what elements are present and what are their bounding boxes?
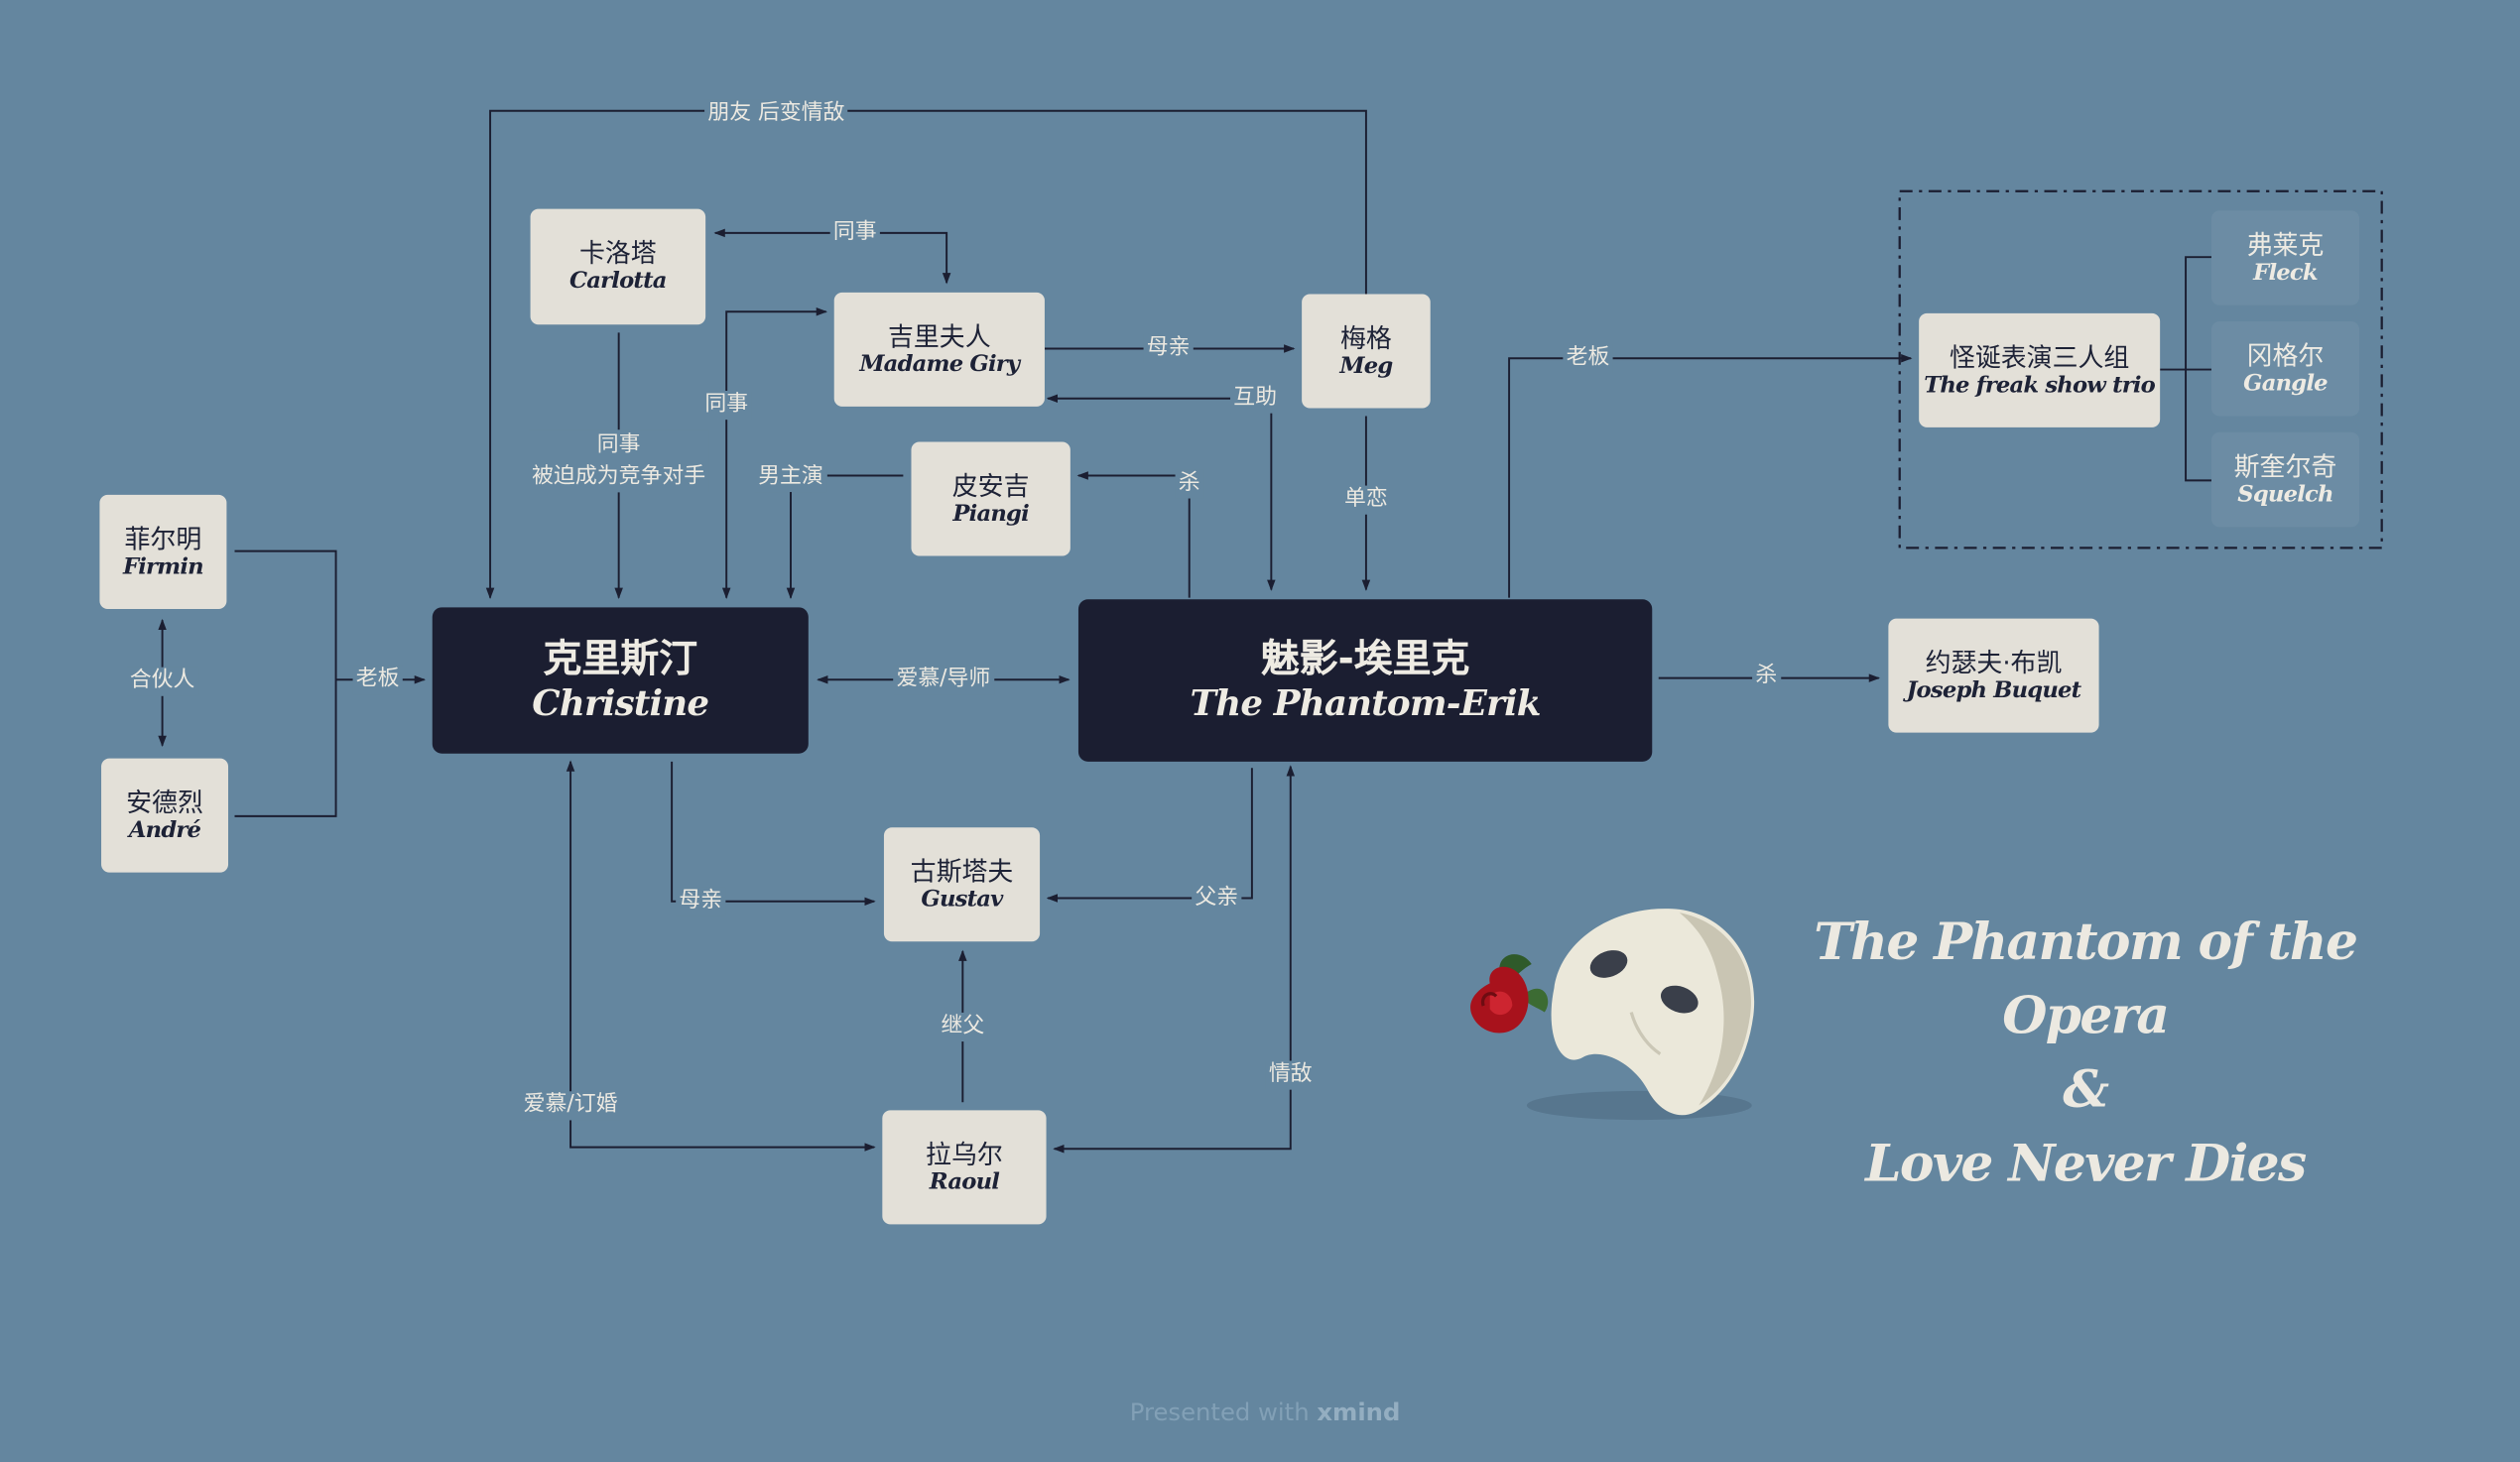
node-zh-label: 魅影-埃里克 xyxy=(1260,636,1470,681)
footer-brand: xmind xyxy=(1317,1398,1401,1427)
node-en-label: Gangle xyxy=(2243,370,2328,397)
node-zh-label: 梅格 xyxy=(1339,321,1392,353)
node-carlotta[interactable]: 卡洛塔 Carlotta xyxy=(530,208,706,325)
node-en-label: Carlotta xyxy=(569,268,667,295)
node-zh-label: 菲尔明 xyxy=(124,523,202,554)
node-en-label: The freak show trio xyxy=(1924,372,2156,399)
node-fleck[interactable]: 弗莱克 Fleck xyxy=(2210,210,2360,305)
title-line: Love Never Dies xyxy=(1865,1133,2307,1194)
title-line: & xyxy=(2063,1058,2109,1121)
edge-label-colleague: 同事 xyxy=(829,218,880,248)
page-title: The Phantom of the Opera & Love Never Di… xyxy=(1776,905,2395,1200)
node-en-label: Christine xyxy=(532,681,709,725)
node-zh-label: 吉里夫人 xyxy=(887,320,991,351)
mask-and-rose-illustration xyxy=(1470,909,1755,1121)
edge-label-colleague: 同事 xyxy=(701,391,752,420)
node-piangi[interactable]: 皮安吉 Piangi xyxy=(911,441,1071,556)
node-firmin[interactable]: 菲尔明 Firmin xyxy=(99,494,227,609)
node-zh-label: 怪诞表演三人组 xyxy=(1949,341,2130,373)
node-en-label: Madame Giry xyxy=(859,351,1020,378)
node-zh-label: 卡洛塔 xyxy=(578,237,657,269)
node-en-label: Meg xyxy=(1339,352,1393,379)
edge-label-lead-actor: 男主演 xyxy=(754,462,827,492)
node-phantom-erik[interactable]: 魅影-埃里克 The Phantom-Erik xyxy=(1077,599,1653,762)
node-raoul[interactable]: 拉乌尔 Raoul xyxy=(882,1110,1047,1225)
node-zh-label: 古斯塔夫 xyxy=(910,855,1014,887)
node-en-label: André xyxy=(128,817,201,843)
node-freak-show-trio[interactable]: 怪诞表演三人组 The freak show trio xyxy=(1919,312,2161,427)
edge-label-mutual-help: 互助 xyxy=(1230,384,1281,413)
edge-label-line: 被迫成为竞争对手 xyxy=(532,462,706,489)
node-en-label: Joseph Buquet xyxy=(1906,677,2081,704)
node-en-label: Raoul xyxy=(929,1168,1000,1195)
node-squelch[interactable]: 斯奎尔奇 Squelch xyxy=(2210,431,2360,528)
edge-label-forced-rival: 同事 被迫成为竞争对手 xyxy=(528,429,709,493)
node-gangle[interactable]: 冈格尔 Gangle xyxy=(2210,320,2360,417)
edge-label-friend-rival: 朋友 后变情敌 xyxy=(704,99,848,129)
node-zh-label: 安德烈 xyxy=(126,786,203,817)
node-en-label: Gustav xyxy=(921,886,1003,913)
node-zh-label: 斯奎尔奇 xyxy=(2233,450,2337,482)
node-zh-label: 克里斯汀 xyxy=(543,636,698,681)
edge-label-line: 同事 xyxy=(596,430,641,457)
node-en-label: Squelch xyxy=(2237,481,2333,508)
edge-label-stepfather: 继父 xyxy=(938,1012,988,1041)
edge-label-love-engaged: 爱慕/订婚 xyxy=(520,1091,621,1120)
node-madame-giry[interactable]: 吉里夫人 Madame Giry xyxy=(833,292,1045,407)
node-christine[interactable]: 克里斯汀 Christine xyxy=(432,607,809,754)
node-zh-label: 拉乌尔 xyxy=(926,1138,1003,1169)
edge-label-admire-mentor: 爱慕/导师 xyxy=(893,666,994,694)
edge-label-partners: 合伙人 xyxy=(126,667,198,696)
edge-label-kill: 杀 xyxy=(1175,469,1203,498)
node-en-label: Fleck xyxy=(2253,259,2318,286)
edge-label-father: 父亲 xyxy=(1192,884,1242,913)
edge-label-boss: 老板 xyxy=(352,666,403,694)
edge-label-unrequited: 单恋 xyxy=(1340,485,1392,515)
edge-label-rival: 情敌 xyxy=(1265,1060,1316,1089)
node-meg[interactable]: 梅格 Meg xyxy=(1302,294,1431,409)
edge-label-mother: 母亲 xyxy=(1143,334,1194,363)
node-joseph-buquet[interactable]: 约瑟夫·布凯 Joseph Buquet xyxy=(1888,618,2099,733)
node-en-label: The Phantom-Erik xyxy=(1190,681,1542,725)
footer-credit[interactable]: Presented with xmind xyxy=(1130,1398,1401,1426)
edge-label-kill: 杀 xyxy=(1752,662,1781,691)
title-line: The Phantom of the Opera xyxy=(1814,911,2358,1046)
node-zh-label: 冈格尔 xyxy=(2246,339,2325,371)
node-zh-label: 约瑟夫·布凯 xyxy=(1925,647,2063,677)
node-zh-label: 皮安吉 xyxy=(951,469,1030,501)
edge-label-boss: 老板 xyxy=(1563,344,1613,373)
node-en-label: Firmin xyxy=(122,553,204,580)
edge-label-mother: 母亲 xyxy=(676,887,726,915)
node-zh-label: 弗莱克 xyxy=(2246,228,2325,260)
node-en-label: Piangi xyxy=(952,500,1029,527)
node-gustav[interactable]: 古斯塔夫 Gustav xyxy=(883,827,1041,942)
node-andre[interactable]: 安德烈 André xyxy=(101,758,229,873)
footer-prefix: Presented with xyxy=(1129,1398,1310,1427)
